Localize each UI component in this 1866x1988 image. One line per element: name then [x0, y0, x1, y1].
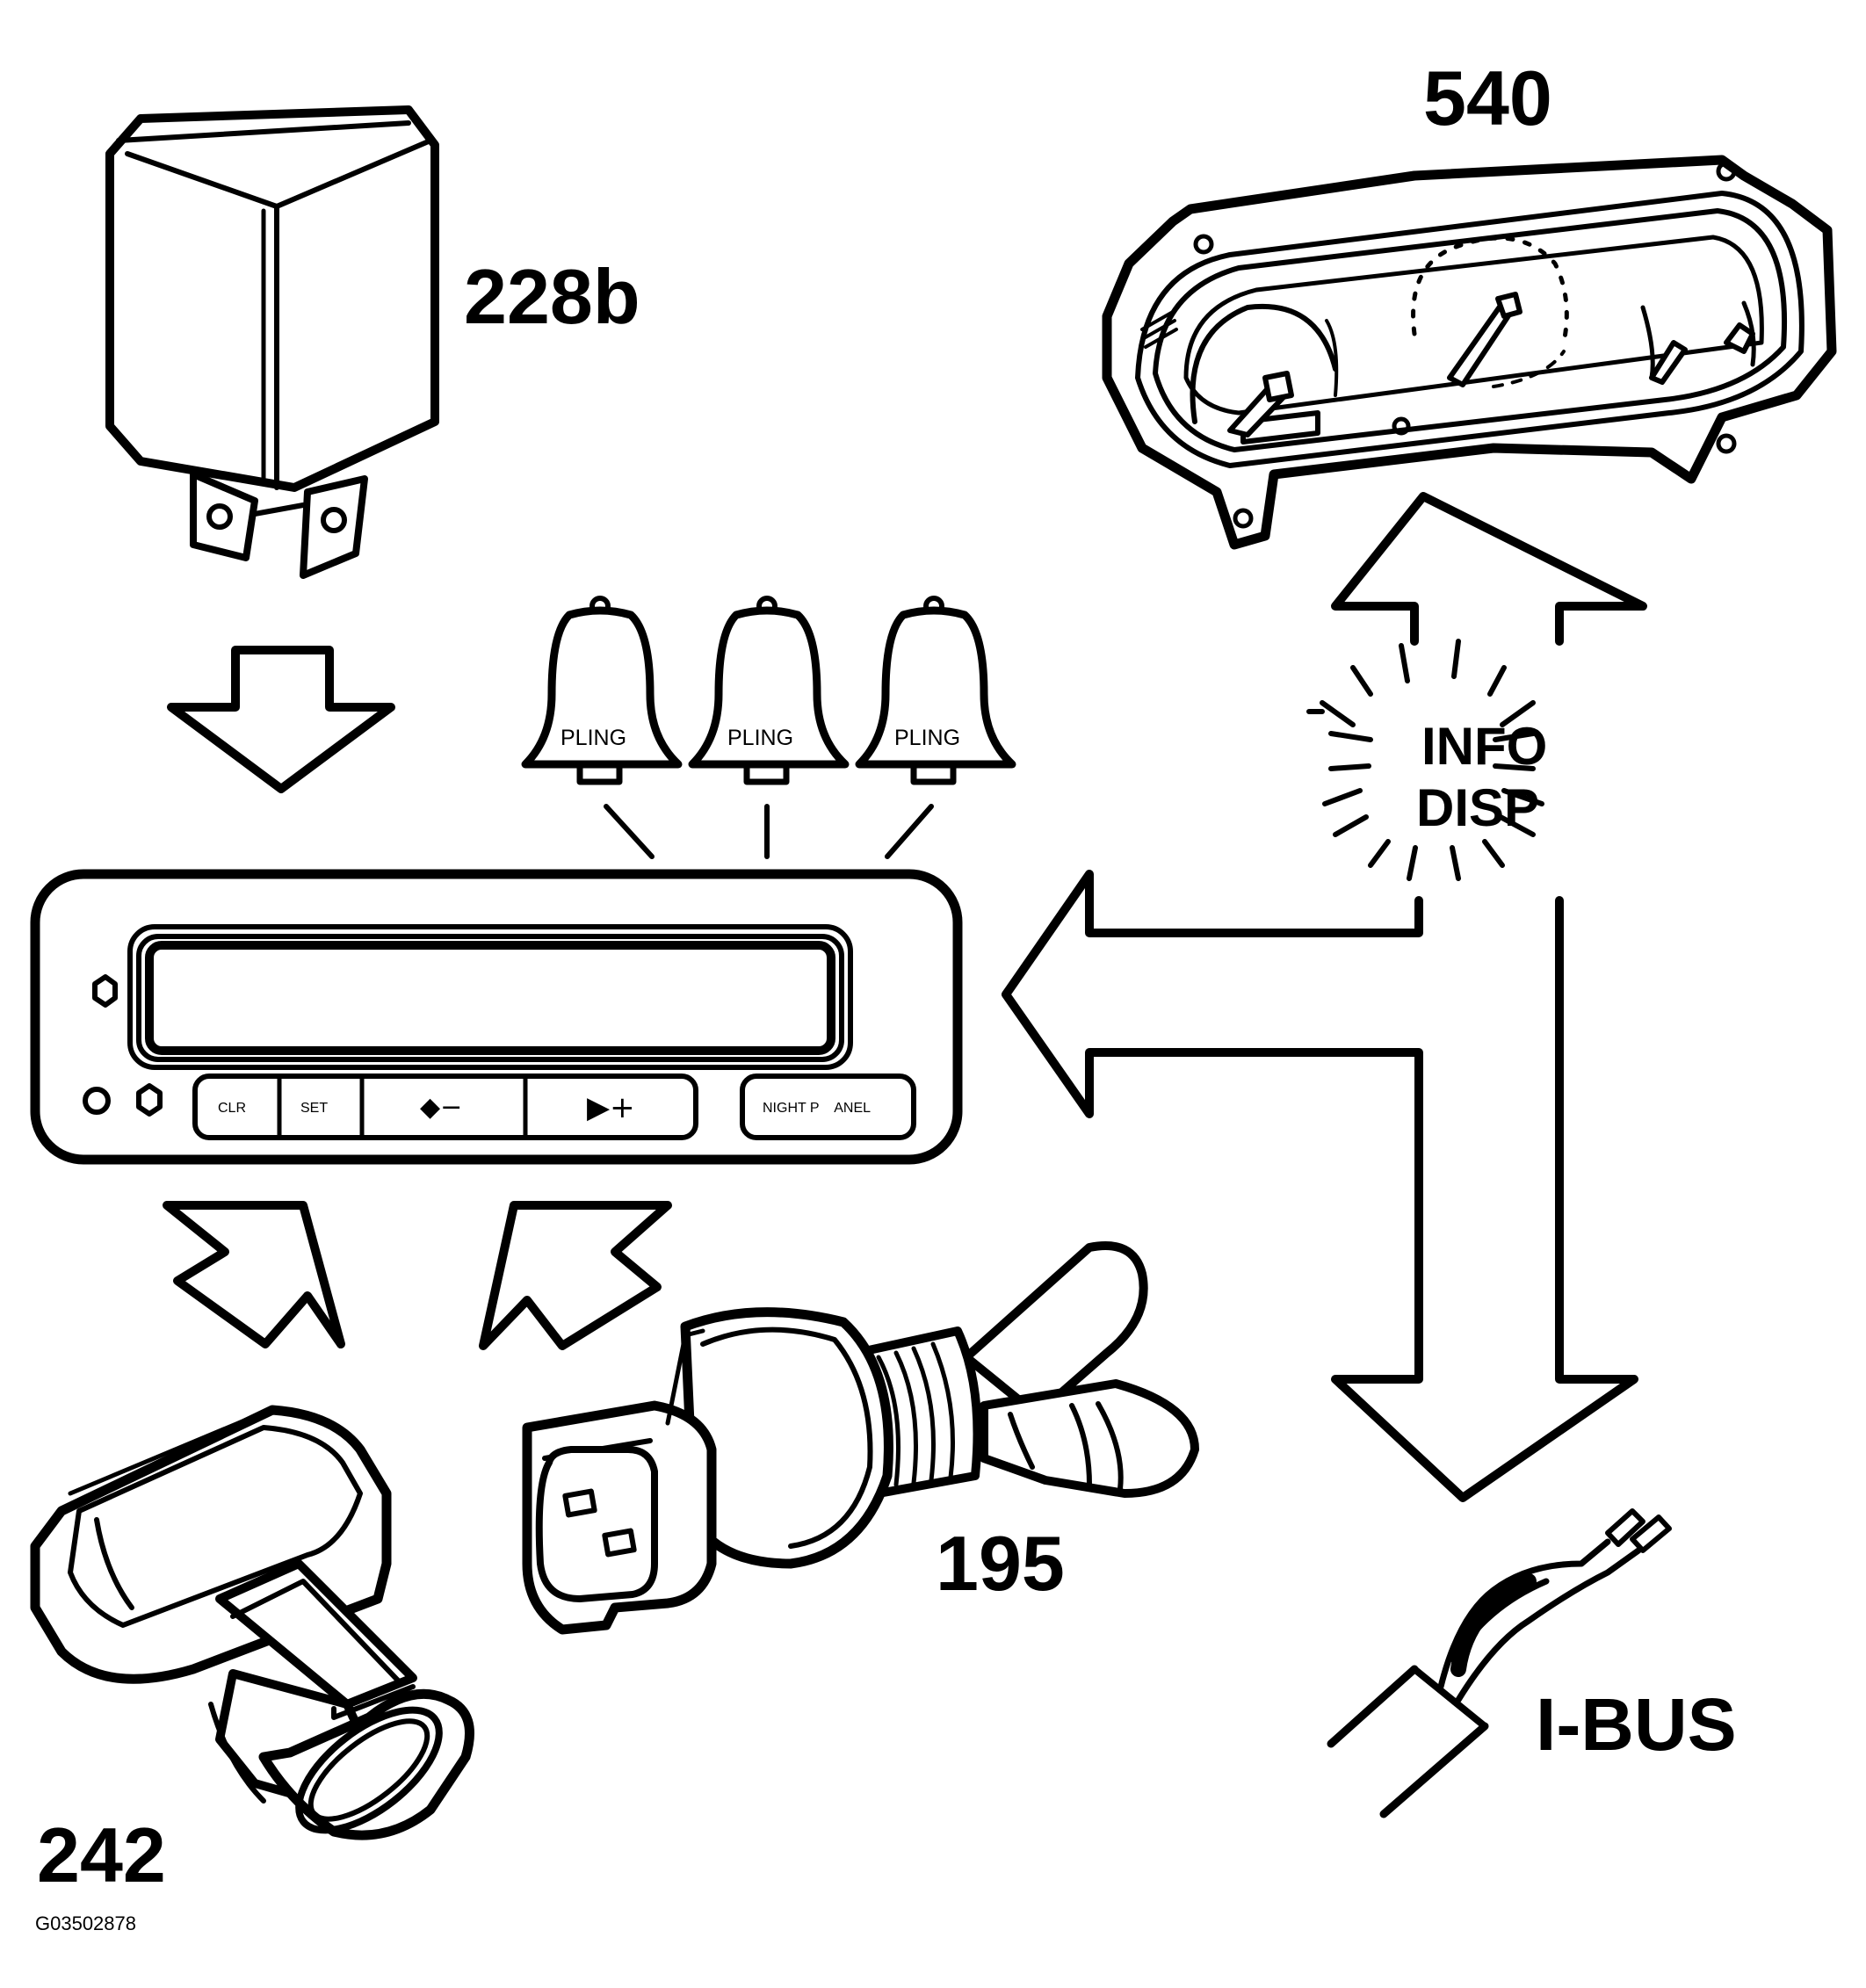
arrow-connector-to-display — [163, 1201, 345, 1348]
minus-button[interactable]: ◆− — [420, 1092, 462, 1123]
sensor-195 — [522, 1241, 1199, 1635]
chime-3-text: PLING — [894, 726, 960, 750]
info-label: INFO — [1421, 717, 1547, 776]
information-display-unit: CLR SET ◆− ▶+ NIGHT P ANEL — [30, 869, 963, 1165]
arrow-relay-to-display — [167, 646, 395, 793]
connector-242 — [30, 1405, 474, 1840]
display-screen — [145, 941, 835, 1055]
label-242: 242 — [37, 1811, 166, 1898]
clr-button[interactable]: CLR — [218, 1101, 246, 1116]
set-button[interactable]: SET — [300, 1101, 328, 1116]
figure-id: G03502878 — [35, 1912, 136, 1934]
disp-label: DISP — [1416, 778, 1539, 837]
info-display-burst: INFO DISP — [1306, 639, 1547, 881]
chime-sound-lines — [604, 804, 934, 859]
i-bus-cable — [1327, 1508, 1672, 1818]
chime-bell-2: PLING — [688, 596, 850, 785]
relay-228b — [105, 105, 439, 579]
chime-2-text: PLING — [727, 726, 793, 750]
arrow-sensor-to-display — [479, 1201, 672, 1350]
instrument-cluster-540 — [1102, 155, 1837, 550]
chime-bell-3: PLING — [855, 596, 1016, 785]
chime-1-text: PLING — [561, 726, 626, 750]
night-panel-button[interactable]: NIGHT P ANEL — [763, 1101, 871, 1116]
speedometer-gauge — [1411, 235, 1569, 388]
label-195: 195 — [936, 1520, 1065, 1607]
chime-bell-1: PLING — [521, 596, 683, 785]
label-540: 540 — [1423, 54, 1552, 141]
label-i-bus: I-BUS — [1536, 1683, 1737, 1766]
plus-button[interactable]: ▶+ — [587, 1090, 635, 1125]
label-228b: 228b — [464, 253, 640, 340]
arrow-to-display-unit — [1002, 870, 1638, 1502]
arrow-to-instrument-cluster — [1331, 492, 1647, 646]
